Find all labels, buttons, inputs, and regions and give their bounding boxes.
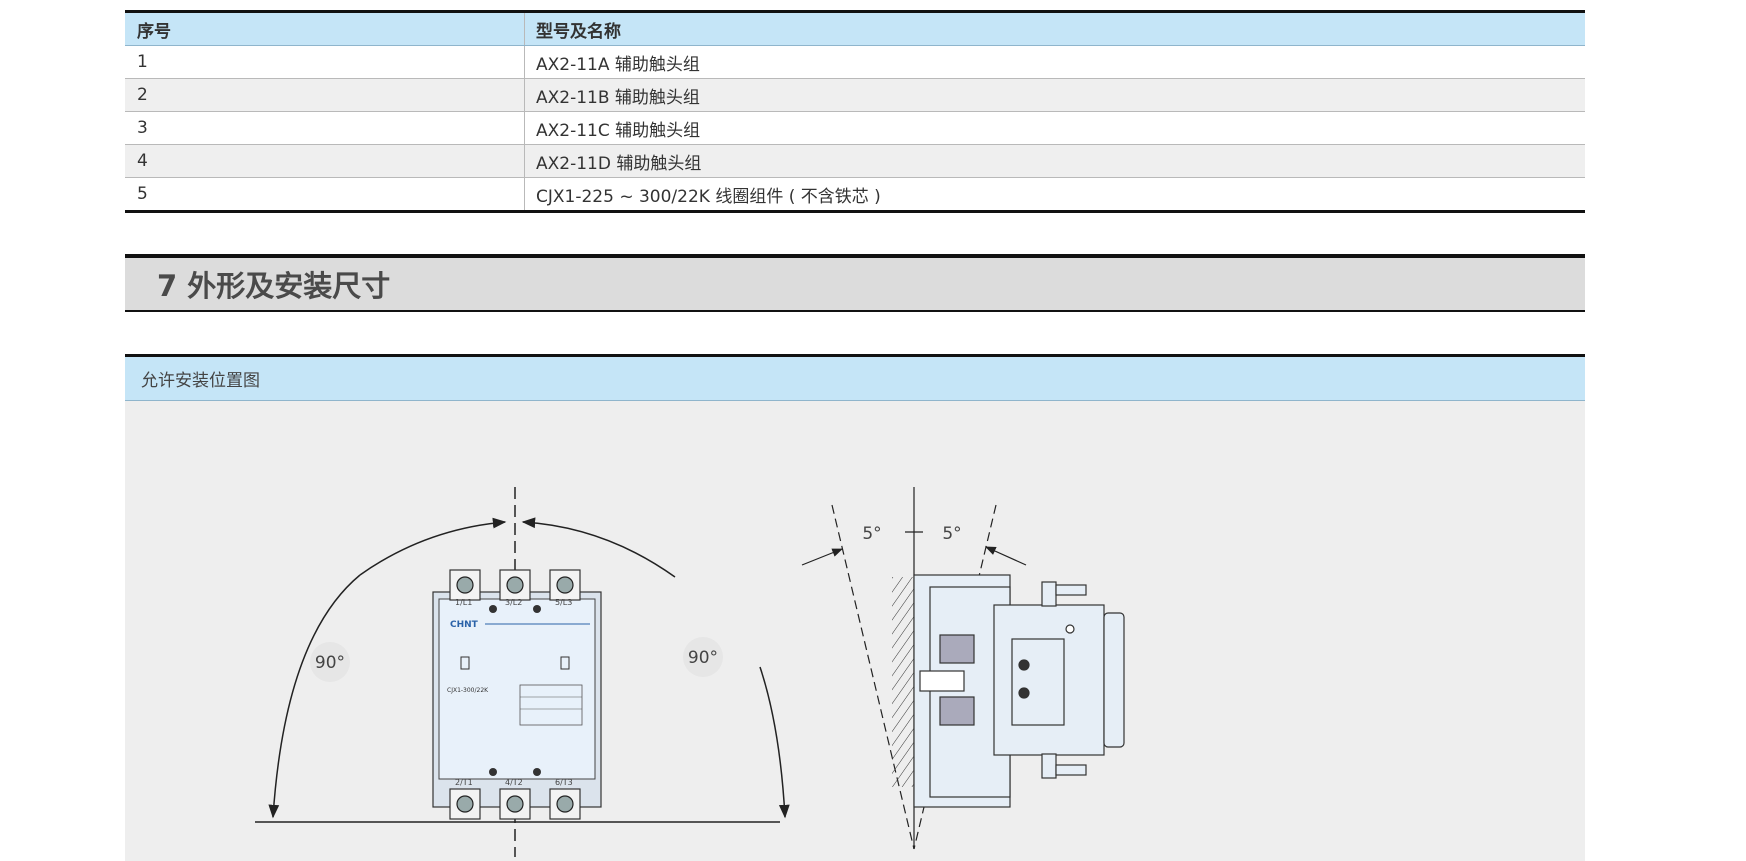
angle-arrow-left (801, 548, 844, 566)
header-index: 序号 (125, 13, 525, 45)
row-model-name: AX2-11C 辅助触头组 (536, 120, 701, 141)
table-row: 3 AX2-11C 辅助触头组 (125, 112, 1585, 145)
terminal-label: 4/T2 (505, 778, 523, 787)
terminal-label: 3/L2 (505, 598, 522, 607)
row-index: 4 (125, 145, 525, 177)
angle-label-right: 90° (688, 648, 718, 668)
installation-position-panel: 允许安装位置图 90° 90° (125, 354, 1585, 861)
row-index: 2 (125, 79, 525, 111)
row-model-name: AX2-11A 辅助触头组 (536, 54, 700, 75)
parts-table: 序号 型号及名称 1 AX2-11A 辅助触头组 2 AX2-11B 辅助触头组… (125, 10, 1585, 213)
table-row: 4 AX2-11D 辅助触头组 (125, 145, 1585, 178)
angle-arc-top-left (359, 517, 507, 576)
contactor-side (913, 574, 1125, 808)
brand-logo: CHNT (450, 620, 479, 630)
table-header: 序号 型号及名称 (125, 13, 1585, 46)
section-title: 7 外形及安装尺寸 (157, 269, 391, 303)
section-heading: 7 外形及安装尺寸 (125, 254, 1585, 312)
terminal-label: 5/L3 (555, 598, 572, 607)
angle-arc-right (759, 666, 790, 819)
terminal-label: 1/L1 (455, 598, 472, 607)
model-label: CJX1-300/22K (447, 687, 489, 694)
mounting-wall (892, 577, 914, 787)
angle-arc-top-right (521, 517, 676, 578)
table-row: 2 AX2-11B 辅助触头组 (125, 79, 1585, 112)
tilt-label-right: 5° (942, 524, 961, 544)
contactor-front: 1/L1 3/L2 5/L3 CHNT CJX1-300/22K 2/T1 4/… (432, 569, 602, 820)
angle-arc-left (268, 574, 361, 819)
tilt-line-left (831, 504, 915, 850)
row-model-name: AX2-11D 辅助触头组 (536, 153, 702, 174)
row-model-name: AX2-11B 辅助触头组 (536, 87, 700, 108)
header-model-name: 型号及名称 (536, 21, 621, 42)
table-row: 5 CJX1-225 ~ 300/22K 线圈组件 ( 不含铁芯 ) (125, 178, 1585, 210)
angle-arrow-right (985, 546, 1027, 566)
row-index: 1 (125, 46, 525, 78)
terminal-label: 2/T1 (455, 778, 473, 787)
angle-label-left: 90° (315, 653, 345, 673)
tilt-label-left: 5° (862, 524, 881, 544)
row-index: 5 (125, 178, 525, 210)
table-row: 1 AX2-11A 辅助触头组 (125, 46, 1585, 79)
terminal-label: 6/T3 (555, 778, 573, 787)
side-view-diagram: 5° 5° (801, 487, 1125, 850)
row-index: 3 (125, 112, 525, 144)
panel-title: 允许安装位置图 (125, 357, 1585, 401)
row-model-name: CJX1-225 ~ 300/22K 线圈组件 ( 不含铁芯 ) (536, 186, 881, 207)
front-view-diagram: 90° 90° 1/L1 3/L2 5/L3 CHNT (255, 487, 790, 857)
